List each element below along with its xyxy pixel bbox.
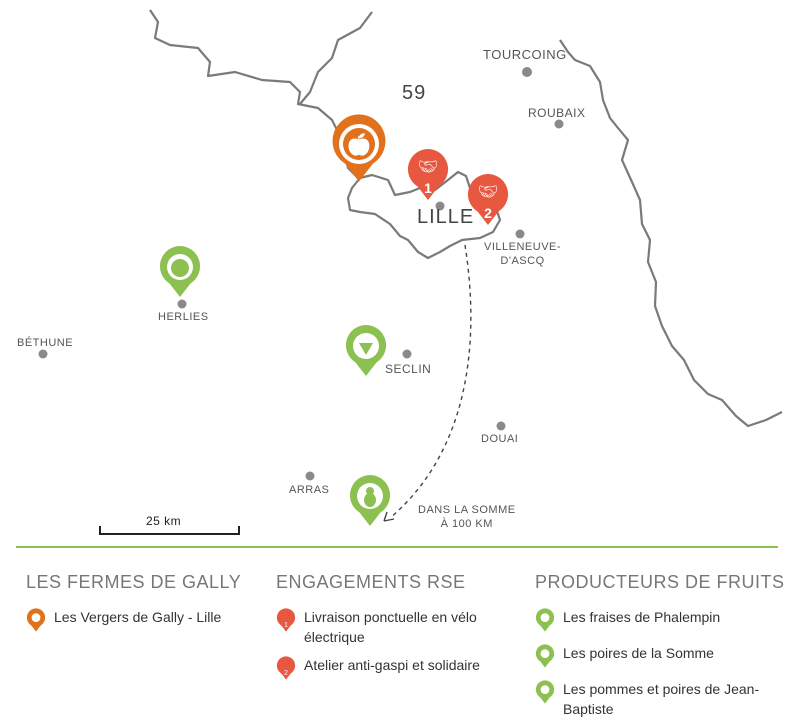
apple-pin-green-icon xyxy=(535,680,555,704)
scale-label: 25 km xyxy=(146,514,182,528)
scale-bar xyxy=(99,526,240,535)
somme-note-line-1: DANS LA SOMME xyxy=(418,504,516,516)
city-tourcoing: TOURCOING xyxy=(483,47,567,62)
city-lille: LILLE xyxy=(417,206,475,228)
city-villeneuve: VILLENEUVE- D'ASCQ xyxy=(484,240,561,268)
legend-label: Les Vergers de Gally - Lille xyxy=(54,609,222,625)
dot-tourcoing xyxy=(522,67,532,77)
pin-rse-1[interactable]: 🤝︎ 1 xyxy=(407,148,449,201)
city-herlies: HERLIES xyxy=(158,311,209,323)
dot-douai xyxy=(496,421,506,431)
arrow-head xyxy=(383,511,395,522)
legend-label: Les poires de la Somme xyxy=(563,645,714,661)
pin-vergers-gally[interactable]: 🍎︎ xyxy=(332,114,386,182)
villeneuve-line-1: VILLENEUVE- xyxy=(484,241,562,253)
northern-border xyxy=(299,11,373,105)
handshake-pin-1-icon: 1 xyxy=(276,608,296,632)
legend-item: Les poires de la Somme xyxy=(535,643,765,669)
somme-note-line-2: À 100 KM xyxy=(440,518,493,530)
apple-pin-orange-icon xyxy=(26,608,46,632)
legend-label: Les pommes et poires de Jean-Baptiste xyxy=(563,681,760,717)
city-dots xyxy=(38,67,564,481)
route-arrow xyxy=(389,244,472,519)
dot-roubaix xyxy=(554,119,564,129)
handshake-icon: 🤝︎ xyxy=(418,159,438,176)
strawberry-pin-icon xyxy=(535,608,555,632)
dot-herlies xyxy=(177,299,187,309)
legend-title: PRODUCTEURS DE FRUITS xyxy=(535,572,785,592)
legend-item: 1 Livraison ponctuelle en vélo électriqu… xyxy=(276,607,501,647)
department-number: 59 xyxy=(402,82,427,104)
legend-title: ENGAGEMENTS RSE xyxy=(276,572,466,592)
dot-bethune xyxy=(38,349,48,359)
dot-villeneuve xyxy=(515,229,525,239)
legend-item: Les Vergers de Gally - Lille xyxy=(26,607,241,633)
city-roubaix: ROUBAIX xyxy=(528,106,586,120)
handshake-pin-2-icon: 2 xyxy=(276,656,296,680)
pin-number: 1 xyxy=(284,620,288,629)
pin-number: 2 xyxy=(284,668,288,677)
city-arras: ARRAS xyxy=(289,484,330,496)
legend-item: 2 Atelier anti-gaspi et solidaire xyxy=(276,655,501,681)
legend-label: Atelier anti-gaspi et solidaire xyxy=(304,657,480,673)
legend-producteurs: PRODUCTEURS DE FRUITS Les fraises de Pha… xyxy=(535,572,785,720)
legend-item: Les fraises de Phalempin xyxy=(535,607,765,633)
city-douai: DOUAI xyxy=(481,433,519,445)
dot-arras xyxy=(305,471,315,481)
pin-herlies[interactable] xyxy=(159,245,201,298)
pin-rse-2[interactable]: 🤝︎ 2 xyxy=(467,173,509,226)
legend-title: LES FERMES DE GALLY xyxy=(26,572,242,592)
legend-rse: ENGAGEMENTS RSE 1 Livraison ponctuelle e… xyxy=(276,572,501,689)
somme-note: DANS LA SOMME À 100 KM xyxy=(418,503,516,531)
legend-item: Les pommes et poires de Jean-Baptiste xyxy=(535,679,765,719)
pear-pin-icon xyxy=(535,644,555,668)
handshake-icon: 🤝︎ xyxy=(478,184,498,201)
legend-label: Livraison ponctuelle en vélo électrique xyxy=(304,609,477,645)
pin-number-2: 2 xyxy=(484,205,492,221)
eastern-border xyxy=(559,39,783,428)
city-seclin: SECLIN xyxy=(385,362,432,376)
dot-seclin xyxy=(402,349,412,359)
western-border xyxy=(149,9,359,179)
pin-somme[interactable] xyxy=(349,474,391,527)
legend-fermes: LES FERMES DE GALLY Les Vergers de Gally… xyxy=(26,572,241,641)
apple-icon: 🍎︎ xyxy=(345,132,373,157)
dot-lille xyxy=(435,201,445,211)
pin-phalempin[interactable] xyxy=(345,324,387,377)
city-bethune: BÉTHUNE xyxy=(17,337,74,349)
legend-label: Les fraises de Phalempin xyxy=(563,609,721,625)
pin-number-1: 1 xyxy=(424,180,432,196)
villeneuve-line-2: D'ASCQ xyxy=(500,255,545,267)
